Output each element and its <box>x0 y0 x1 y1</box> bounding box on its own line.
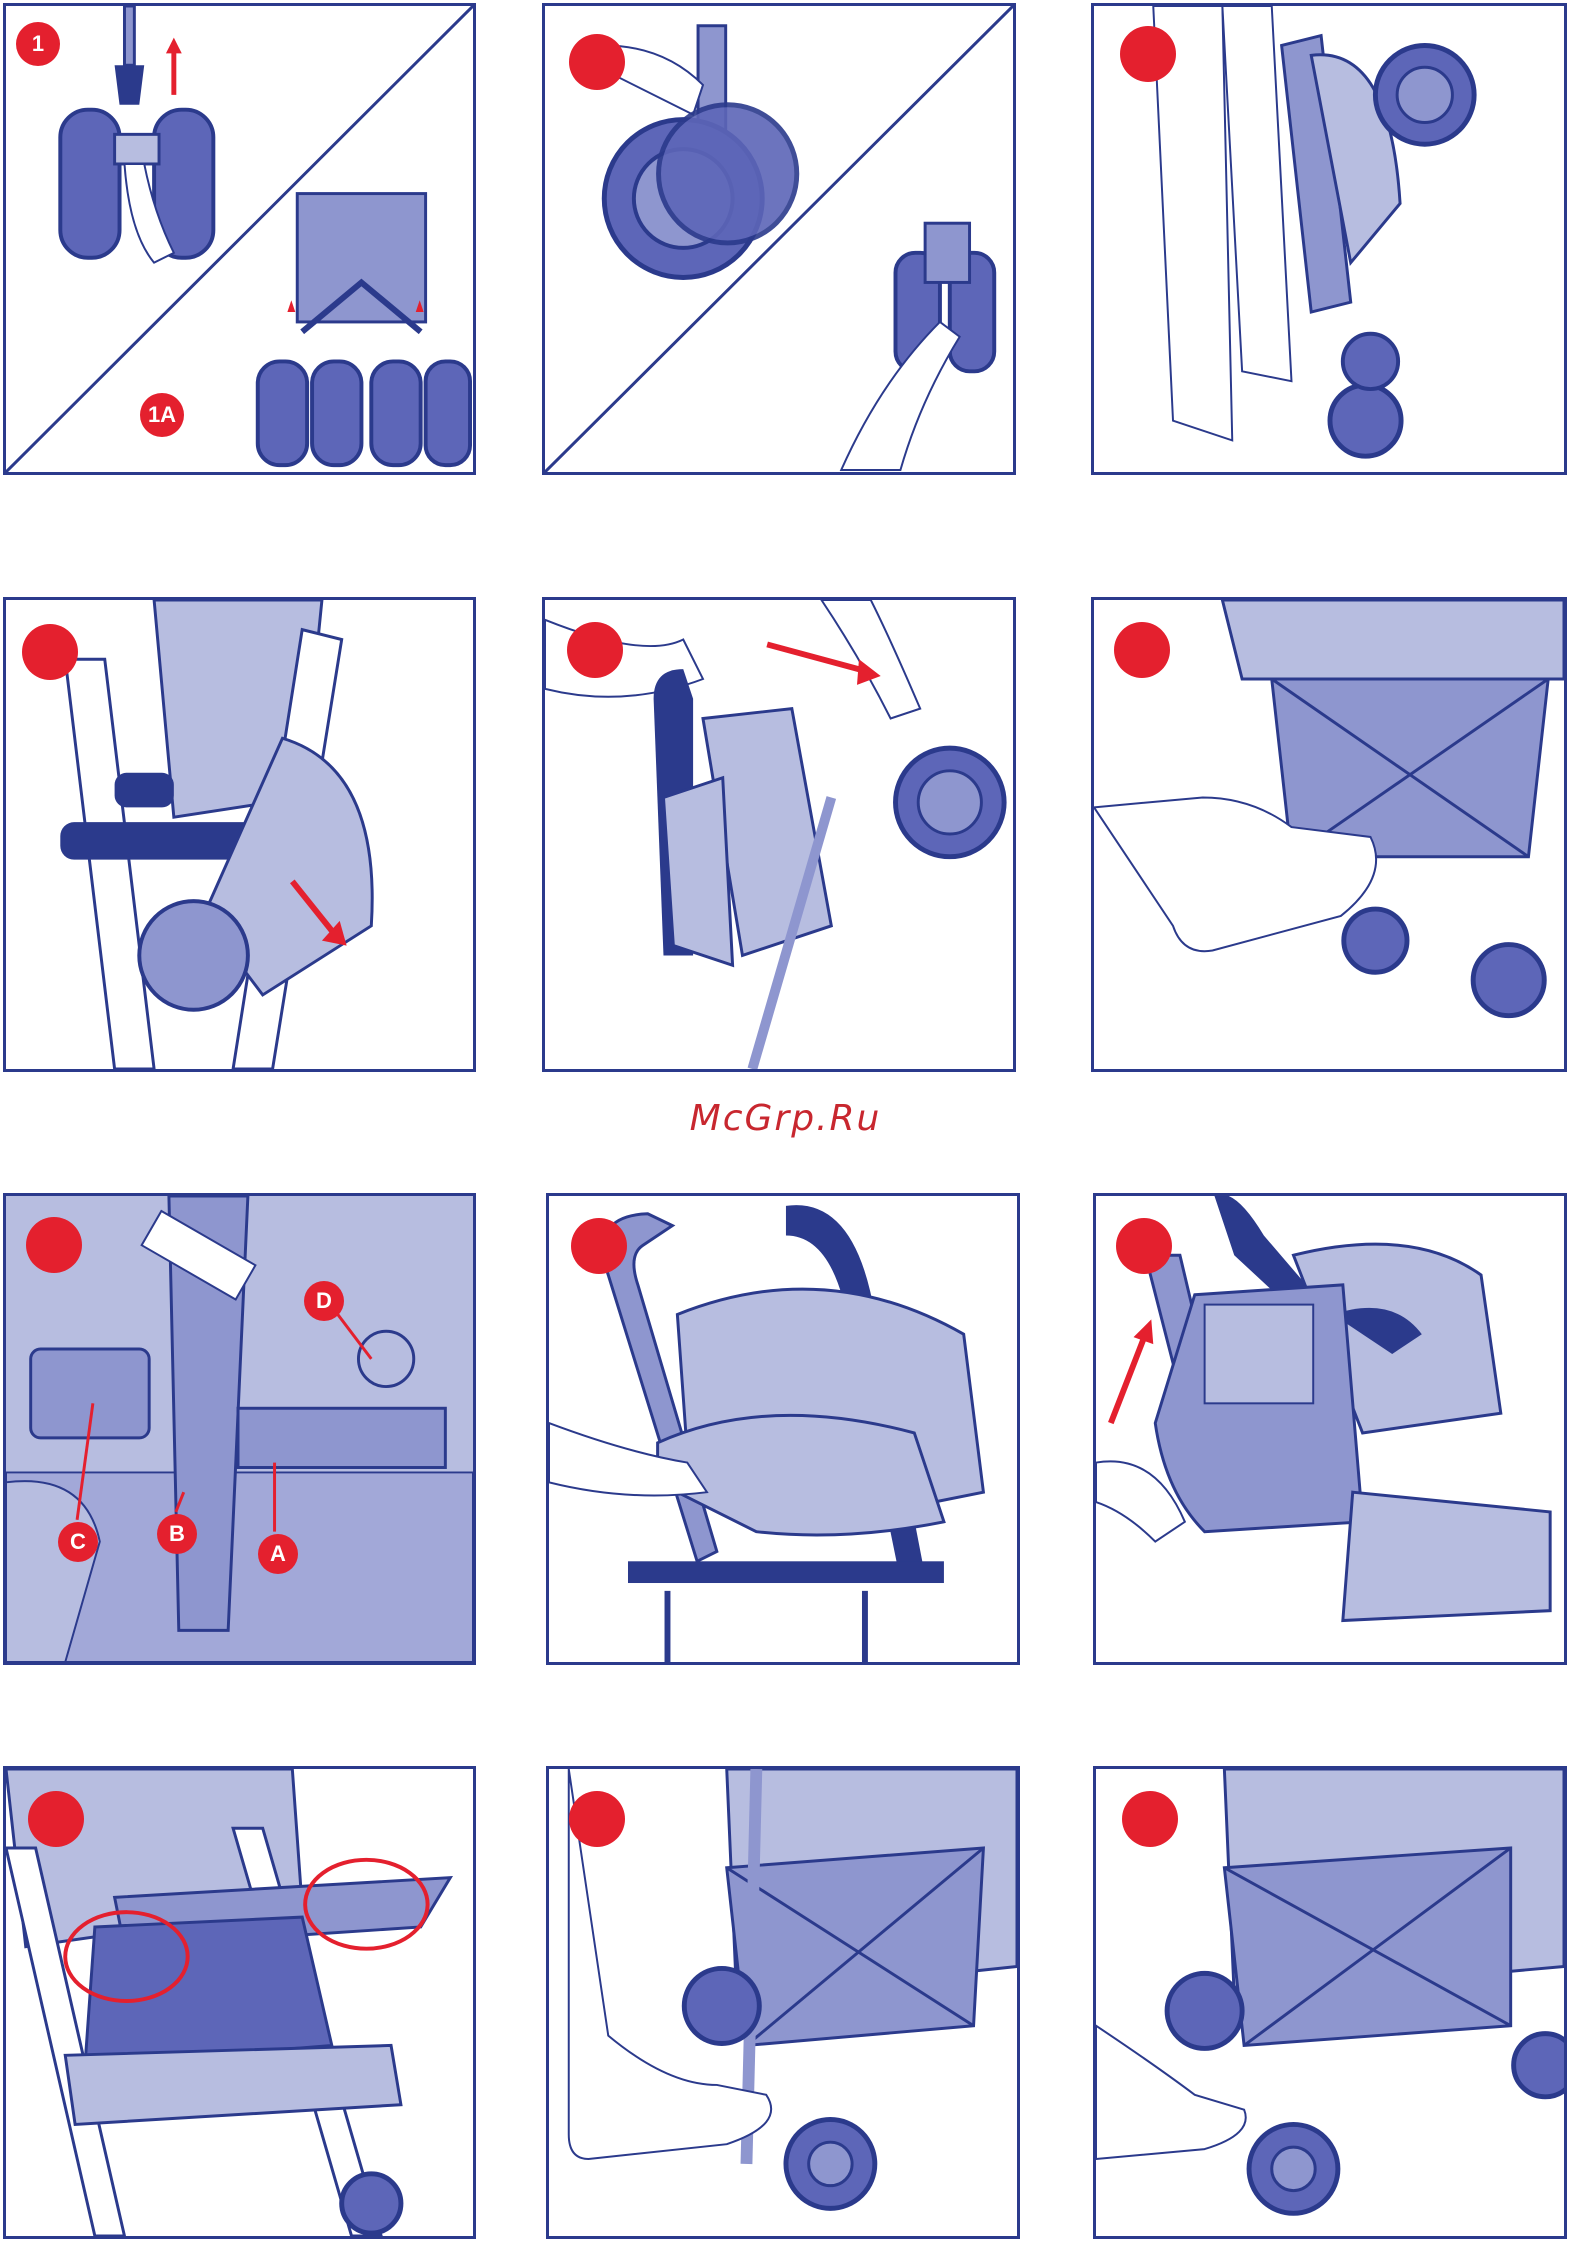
illustration-foot-brake <box>1094 600 1564 1069</box>
step-marker <box>569 34 625 90</box>
illustration-wheel-removal <box>6 6 473 472</box>
illustration-rear-brake-on <box>549 1769 1017 2236</box>
step-marker <box>22 624 78 680</box>
panel-step-2 <box>542 3 1016 475</box>
illustration-bumper-bar <box>6 1769 473 2236</box>
step-marker <box>1120 26 1176 82</box>
step-marker <box>567 622 623 678</box>
illustration-canopy <box>549 1196 1017 1662</box>
panel-step-6 <box>1091 597 1567 1072</box>
panel-step-8 <box>546 1193 1020 1665</box>
panel-step-10 <box>3 1766 476 2239</box>
panel-step-9 <box>1093 1193 1567 1665</box>
panel-step-3 <box>1091 3 1567 475</box>
panel-step-1: 1 1A <box>3 3 476 475</box>
callout-b: B <box>157 1514 197 1554</box>
panel-step-11 <box>546 1766 1020 2239</box>
illustration-canopy-raise <box>1096 1196 1564 1662</box>
step-marker <box>28 1791 84 1847</box>
step-number-1: 1 <box>16 22 60 66</box>
illustration-fold-latch <box>6 600 473 1069</box>
step-marker <box>1122 1791 1178 1847</box>
panel-step-4 <box>3 597 476 1072</box>
step-marker <box>571 1218 627 1274</box>
illustration-close-stroller <box>545 600 1013 1069</box>
callout-d: D <box>304 1281 344 1321</box>
illustration-harness-buckle <box>6 1196 473 1662</box>
panel-step-12 <box>1093 1766 1567 2239</box>
callout-a: A <box>258 1534 298 1574</box>
step-marker <box>1114 622 1170 678</box>
panel-step-7: A B C D <box>3 1193 476 1665</box>
step-marker <box>569 1791 625 1847</box>
watermark-text: McGrp.Ru <box>0 1098 1571 1139</box>
step-marker <box>1116 1218 1172 1274</box>
callout-c: C <box>58 1522 98 1562</box>
step-number-1a: 1A <box>140 393 184 437</box>
panel-step-5 <box>542 597 1016 1072</box>
step-marker <box>26 1217 82 1273</box>
